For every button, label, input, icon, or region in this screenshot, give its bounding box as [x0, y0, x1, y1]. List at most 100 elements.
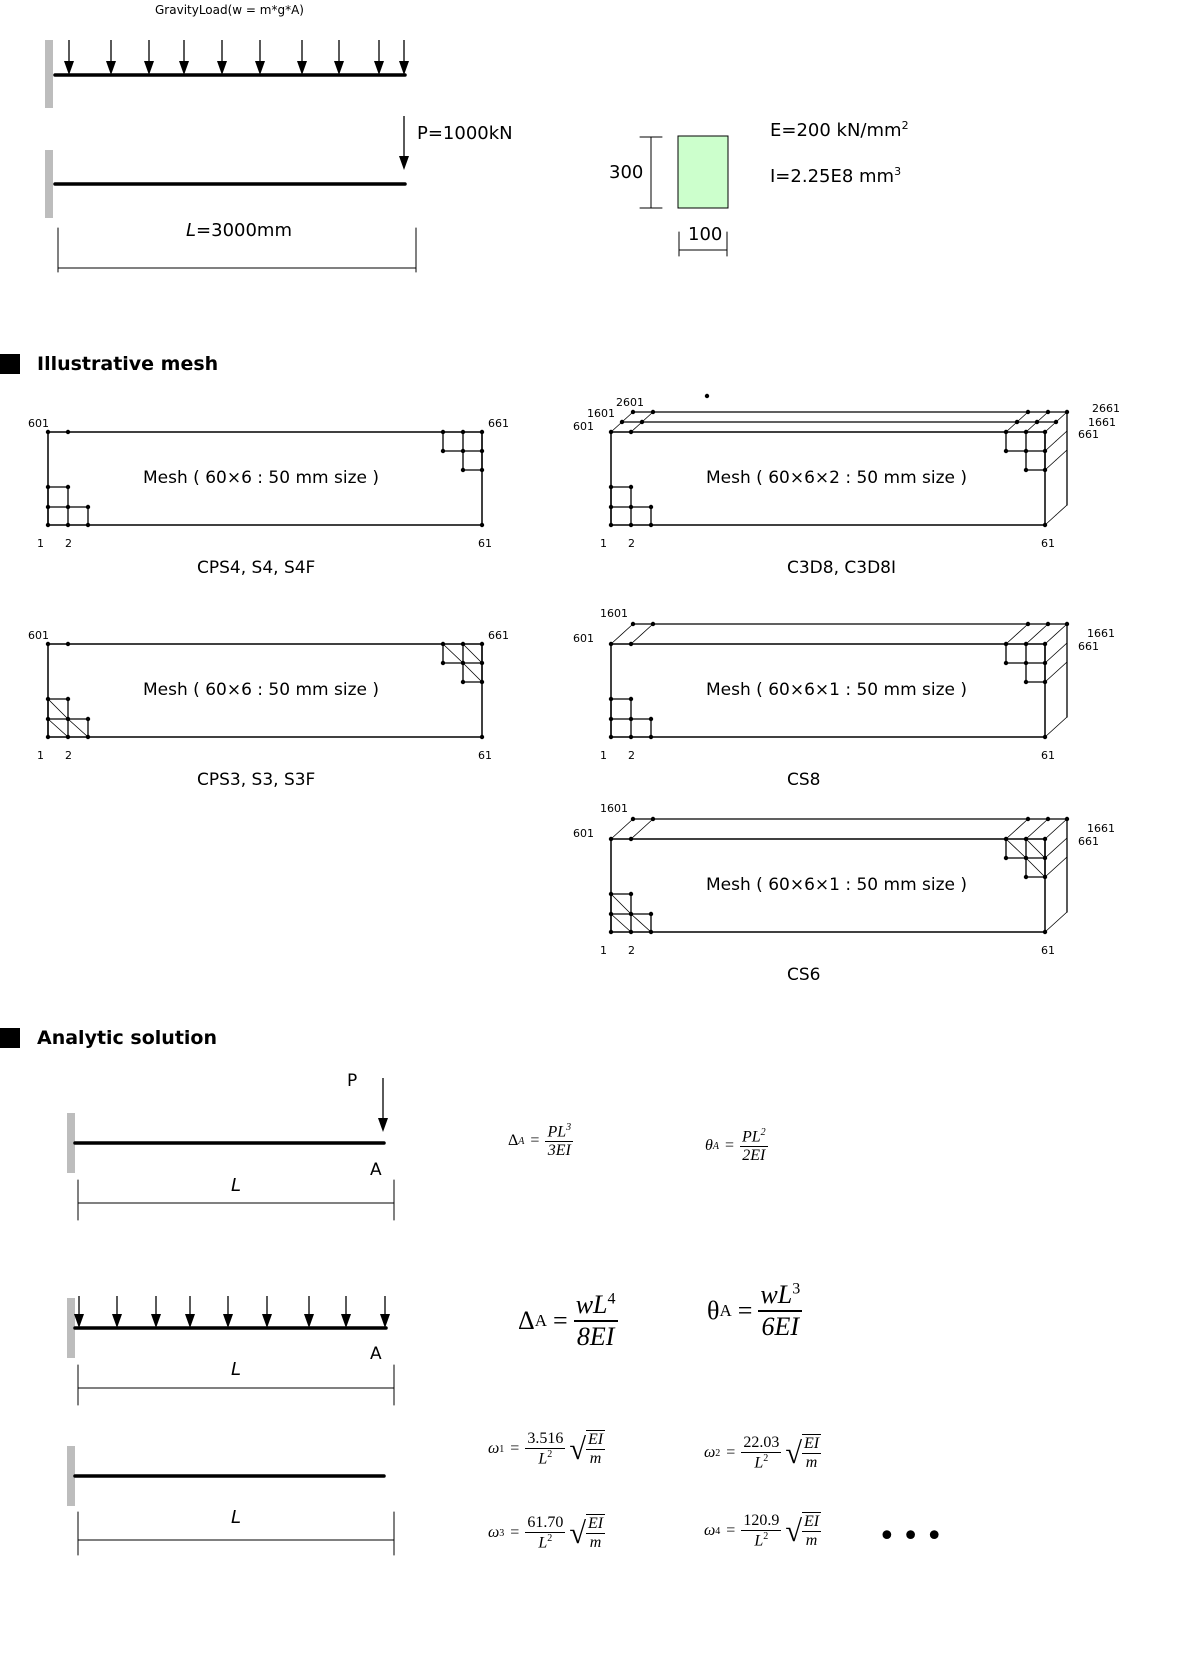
mesh-node: [440, 641, 446, 647]
mesh-node: [460, 660, 466, 666]
arrow-head: [304, 1314, 314, 1328]
gravity-load-label: GravityLoad(w = m*g*A): [155, 3, 304, 17]
mesh-depth-edge: [1044, 440, 1057, 452]
section-marker: [0, 1028, 20, 1048]
mesh-node: [648, 716, 654, 722]
mesh-description: Mesh ( 60×6 : 50 mm size ): [143, 468, 379, 488]
arrow-head: [179, 61, 189, 75]
exponent: 3: [566, 1122, 572, 1133]
node-label: 1601: [600, 607, 628, 620]
mesh-node: [479, 467, 485, 473]
coefficient: 22.03: [741, 1434, 782, 1453]
exponent: 2: [763, 1531, 769, 1542]
node-label: 2: [65, 537, 72, 550]
mesh-node: [608, 716, 614, 722]
mesh-node: [1045, 816, 1051, 822]
element-types-caption: CPS4, S4, S4F: [197, 558, 316, 578]
node-label: 601: [28, 417, 49, 430]
mesh-node: [65, 696, 71, 702]
mesh-description: Mesh ( 60×6×2 : 50 mm size ): [706, 468, 968, 488]
exponent: 2: [547, 1449, 553, 1460]
node-label: 1601: [600, 802, 628, 815]
mesh-node: [648, 911, 654, 917]
mesh-depth-edge: [1005, 623, 1029, 645]
mesh-node: [45, 429, 51, 435]
arrow-head: [144, 61, 154, 75]
mesh-diagonal: [1025, 838, 1046, 859]
mesh-depth-edge: [1044, 623, 1068, 645]
formula-sub: A: [719, 1301, 732, 1320]
denominator: m: [589, 1534, 602, 1552]
mesh-node: [65, 484, 71, 490]
mesh-depth-edge: [1005, 421, 1018, 433]
mesh-depth-edge: [1036, 411, 1049, 423]
mesh-diagonal: [442, 643, 464, 664]
node-label: 661: [1078, 428, 1099, 441]
mesh-node: [628, 522, 634, 528]
arrow-head: [262, 1314, 272, 1328]
mesh-node: [85, 504, 91, 510]
mesh-depth-edge: [1044, 837, 1068, 859]
mesh-description: Mesh ( 60×6×1 : 50 mm size ): [706, 875, 968, 895]
modulus-label: E=200 kN/mm2: [770, 120, 909, 140]
mesh-depth-edge: [1016, 411, 1029, 423]
node-label: 661: [1078, 835, 1099, 848]
mesh-node: [1025, 816, 1031, 822]
formula-lhs: ω: [488, 1440, 500, 1458]
node-label: 1: [600, 749, 607, 762]
section-title-analytic: Analytic solution: [37, 1027, 217, 1049]
element-types-caption: CPS3, S3, S3F: [197, 770, 316, 790]
node-label: 1: [37, 537, 44, 550]
mesh-depth-edge: [1044, 911, 1068, 933]
mesh-node: [630, 621, 636, 627]
mesh-node: [648, 504, 654, 510]
mesh-node: [85, 522, 91, 528]
formula-lhs: θ: [705, 1137, 713, 1155]
mesh-node: [1025, 409, 1031, 415]
denominator: 8EI: [576, 1322, 615, 1351]
denominator: 2EI: [742, 1147, 766, 1165]
mesh-node: [1045, 409, 1051, 415]
mesh-node: [1023, 660, 1029, 666]
node-label: 601: [28, 629, 49, 642]
mesh-node: [440, 429, 446, 435]
mesh-node: [628, 911, 634, 917]
mesh-node: [65, 716, 71, 722]
mesh-node: [1023, 467, 1029, 473]
mesh-diagonal: [1025, 857, 1046, 878]
mesh-depth-edge: [1044, 716, 1068, 738]
mesh-node: [479, 641, 485, 647]
node-label: 1661: [1088, 416, 1116, 429]
arrow-head: [297, 61, 307, 75]
mesh-node: [608, 522, 614, 528]
mesh-node: [628, 929, 634, 935]
denominator: L: [538, 1534, 548, 1552]
mesh-node: [1023, 874, 1029, 880]
coefficient: 120.9: [741, 1512, 782, 1531]
mesh-diagonal: [462, 643, 483, 664]
arrow-head: [380, 1314, 390, 1328]
mesh-node: [1003, 448, 1009, 454]
node-label: 61: [1041, 749, 1055, 762]
mesh-depth-edge: [1055, 411, 1068, 423]
length-value: =3000mm: [196, 220, 292, 241]
node-label: 2: [628, 537, 635, 550]
node-label: 661: [488, 629, 509, 642]
mesh-node: [479, 660, 485, 666]
mesh-node: [628, 484, 634, 490]
mesh-node: [440, 660, 446, 666]
denominator: L: [754, 1532, 764, 1550]
modulus-text: E=200 kN/mm: [770, 120, 902, 141]
mesh-node: [479, 429, 485, 435]
node-label: 2: [628, 944, 635, 957]
fixed-support: [45, 150, 53, 218]
mesh-node: [45, 734, 51, 740]
mesh-depth-edge: [1055, 430, 1068, 442]
